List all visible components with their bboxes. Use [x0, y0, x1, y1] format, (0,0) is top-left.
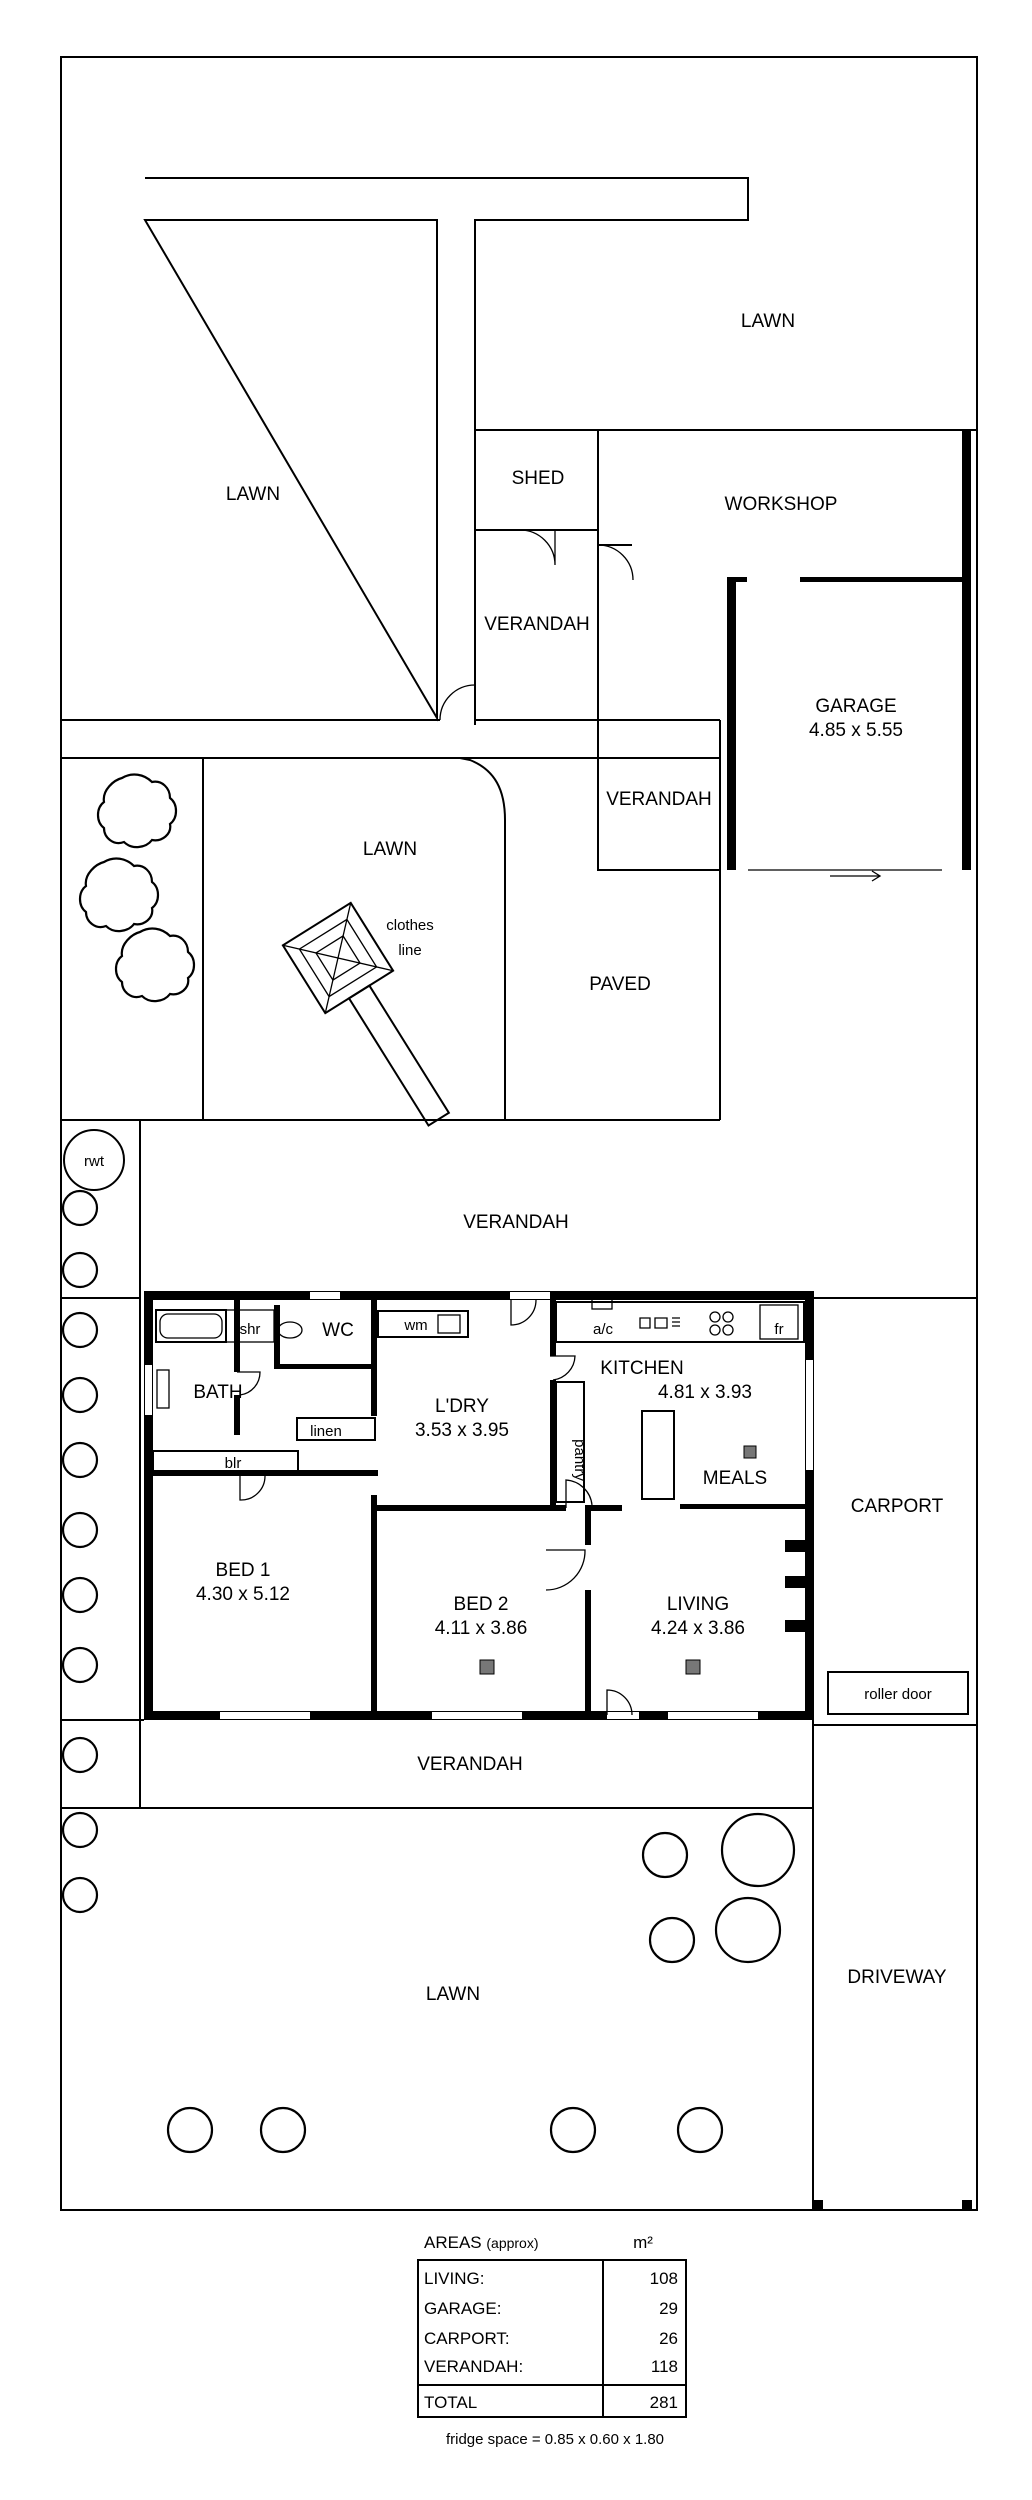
areas-unit: m² — [633, 2233, 653, 2252]
roller-door — [827, 1671, 969, 1715]
label-lawn-top-left: LAWN — [226, 484, 280, 505]
label-blr: blr — [225, 1455, 242, 1472]
areas-row-garage-value: 29 — [659, 2299, 678, 2318]
label-laundry: L'DRY — [435, 1396, 489, 1417]
backyard-path — [143, 177, 749, 725]
label-verandah-main: VERANDAH — [463, 1212, 569, 1233]
label-clothes-line-2: line — [398, 942, 421, 959]
label-lawn-top-right: LAWN — [741, 311, 795, 332]
areas-table: AREAS (approx) m² LIVING: 108 GARAGE: 29… — [417, 2233, 687, 2418]
label-verandah-mid: VERANDAH — [606, 789, 712, 810]
label-fr: fr — [774, 1321, 783, 1338]
label-kitchen: KITCHEN — [600, 1358, 683, 1379]
label-driveway: DRIVEWAY — [847, 1967, 947, 1988]
label-bed2: BED 2 — [454, 1594, 509, 1615]
label-workshop: WORKSHOP — [725, 494, 838, 515]
label-ac: a/c — [593, 1321, 614, 1338]
fridge-footnote: fridge space = 0.85 x 0.60 x 1.80 — [446, 2431, 664, 2448]
tree-group-front — [166, 1812, 796, 2154]
label-garage: GARAGE — [815, 696, 896, 717]
label-bed1: BED 1 — [216, 1560, 271, 1581]
areas-row-verandah-value: 118 — [651, 2357, 678, 2376]
label-living-dim: 4.24 x 3.86 — [651, 1618, 745, 1639]
label-shed: SHED — [512, 468, 565, 489]
outbuildings — [61, 429, 977, 1120]
label-bed1-dim: 4.30 x 5.12 — [196, 1584, 290, 1605]
tree-group-middle — [78, 773, 196, 1003]
label-verandah-front: VERANDAH — [417, 1754, 523, 1775]
rainwater-tank — [63, 1129, 125, 1191]
hedge-trees — [61, 1189, 99, 1914]
areas-row-living-value: 108 — [650, 2269, 678, 2288]
house-walls — [144, 1291, 814, 1720]
label-laundry-dim: 3.53 x 3.95 — [415, 1420, 509, 1441]
label-lawn-mid: LAWN — [363, 839, 417, 860]
lot-boundary — [60, 56, 978, 2211]
label-carport: CARPORT — [851, 1496, 944, 1517]
house-fixtures — [152, 1294, 805, 1716]
areas-row-verandah-name: VERANDAH: — [424, 2357, 523, 2376]
label-shr: shr — [240, 1321, 261, 1338]
label-verandah-shed: VERANDAH — [484, 614, 590, 635]
areas-row-carport-value: 26 — [659, 2329, 678, 2348]
label-clothes-line-1: clothes — [386, 917, 434, 934]
label-living: LIVING — [667, 1594, 729, 1615]
areas-total-label: TOTAL — [424, 2393, 477, 2412]
areas-total-value: 281 — [650, 2393, 678, 2412]
verandah-lines — [61, 1297, 813, 1809]
label-wm: wm — [403, 1317, 427, 1334]
areas-heading: AREAS (approx) — [424, 2233, 539, 2252]
label-wc: WC — [322, 1320, 354, 1341]
clothes-line — [281, 901, 451, 1127]
label-garage-dim: 4.85 x 5.55 — [809, 720, 903, 741]
label-lawn-front: LAWN — [426, 1984, 480, 2005]
areas-row-living-name: LIVING: — [424, 2269, 484, 2288]
carport-outline — [812, 1297, 977, 2210]
areas-row-garage-name: GARAGE: — [424, 2299, 501, 2318]
label-meals: MEALS — [703, 1468, 767, 1489]
label-kitchen-dim: 4.81 x 3.93 — [658, 1382, 752, 1403]
label-paved: PAVED — [589, 974, 651, 995]
label-roller-door: roller door — [864, 1686, 932, 1703]
label-rwt: rwt — [84, 1153, 105, 1170]
label-pantry: pantry — [571, 1439, 588, 1481]
label-bed2-dim: 4.11 x 3.86 — [435, 1618, 528, 1639]
label-linen: linen — [310, 1423, 342, 1440]
areas-row-carport-name: CARPORT: — [424, 2329, 510, 2348]
middle-yard — [61, 757, 721, 1298]
label-bath: BATH — [193, 1382, 242, 1403]
